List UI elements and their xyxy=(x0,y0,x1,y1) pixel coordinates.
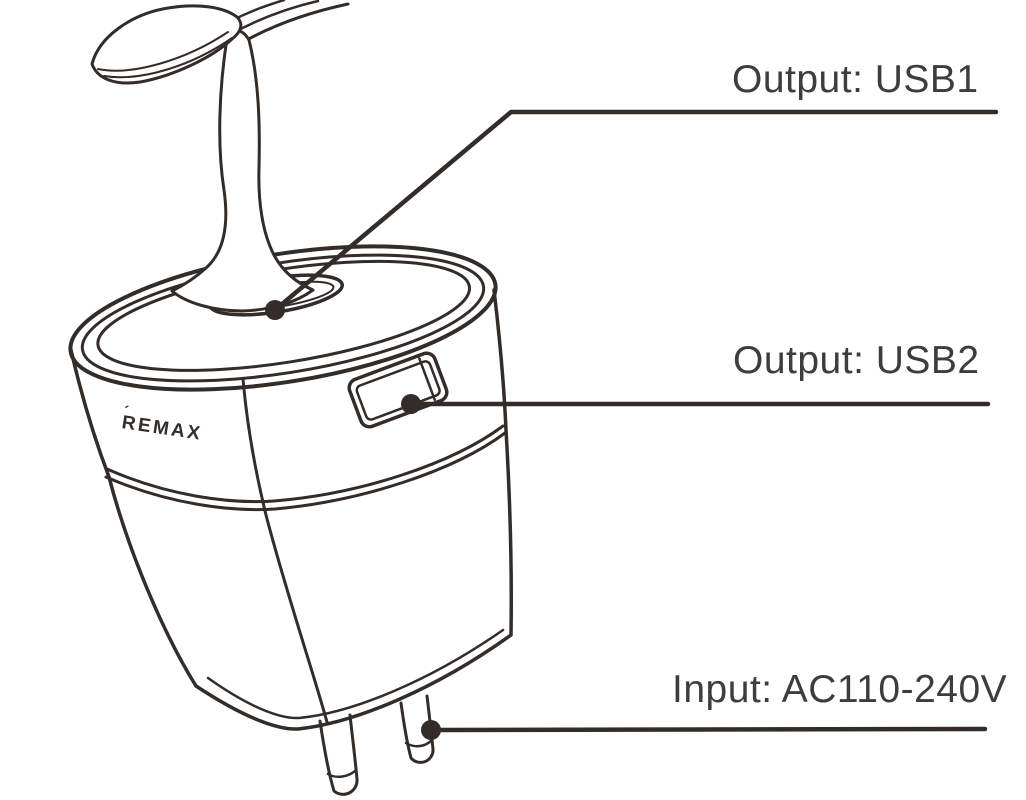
label-input-ac: Input: AC110-240V xyxy=(672,668,1008,711)
callout-dot-usb1 xyxy=(265,300,285,320)
leader-line-usb2 xyxy=(401,394,991,414)
charger-body xyxy=(69,288,513,731)
usb-port xyxy=(347,351,449,429)
sprout-decoration xyxy=(90,0,350,313)
leader-line-input xyxy=(421,720,988,740)
callout-dot-usb2 xyxy=(401,394,421,414)
label-output-usb1: Output: USB1 xyxy=(732,58,979,101)
callout-dot-input xyxy=(421,720,441,740)
leader-line-usb1 xyxy=(265,109,999,320)
label-output-usb2: Output: USB2 xyxy=(733,339,980,382)
sprout-left-leaf xyxy=(90,4,243,85)
power-prong-left xyxy=(318,713,359,796)
